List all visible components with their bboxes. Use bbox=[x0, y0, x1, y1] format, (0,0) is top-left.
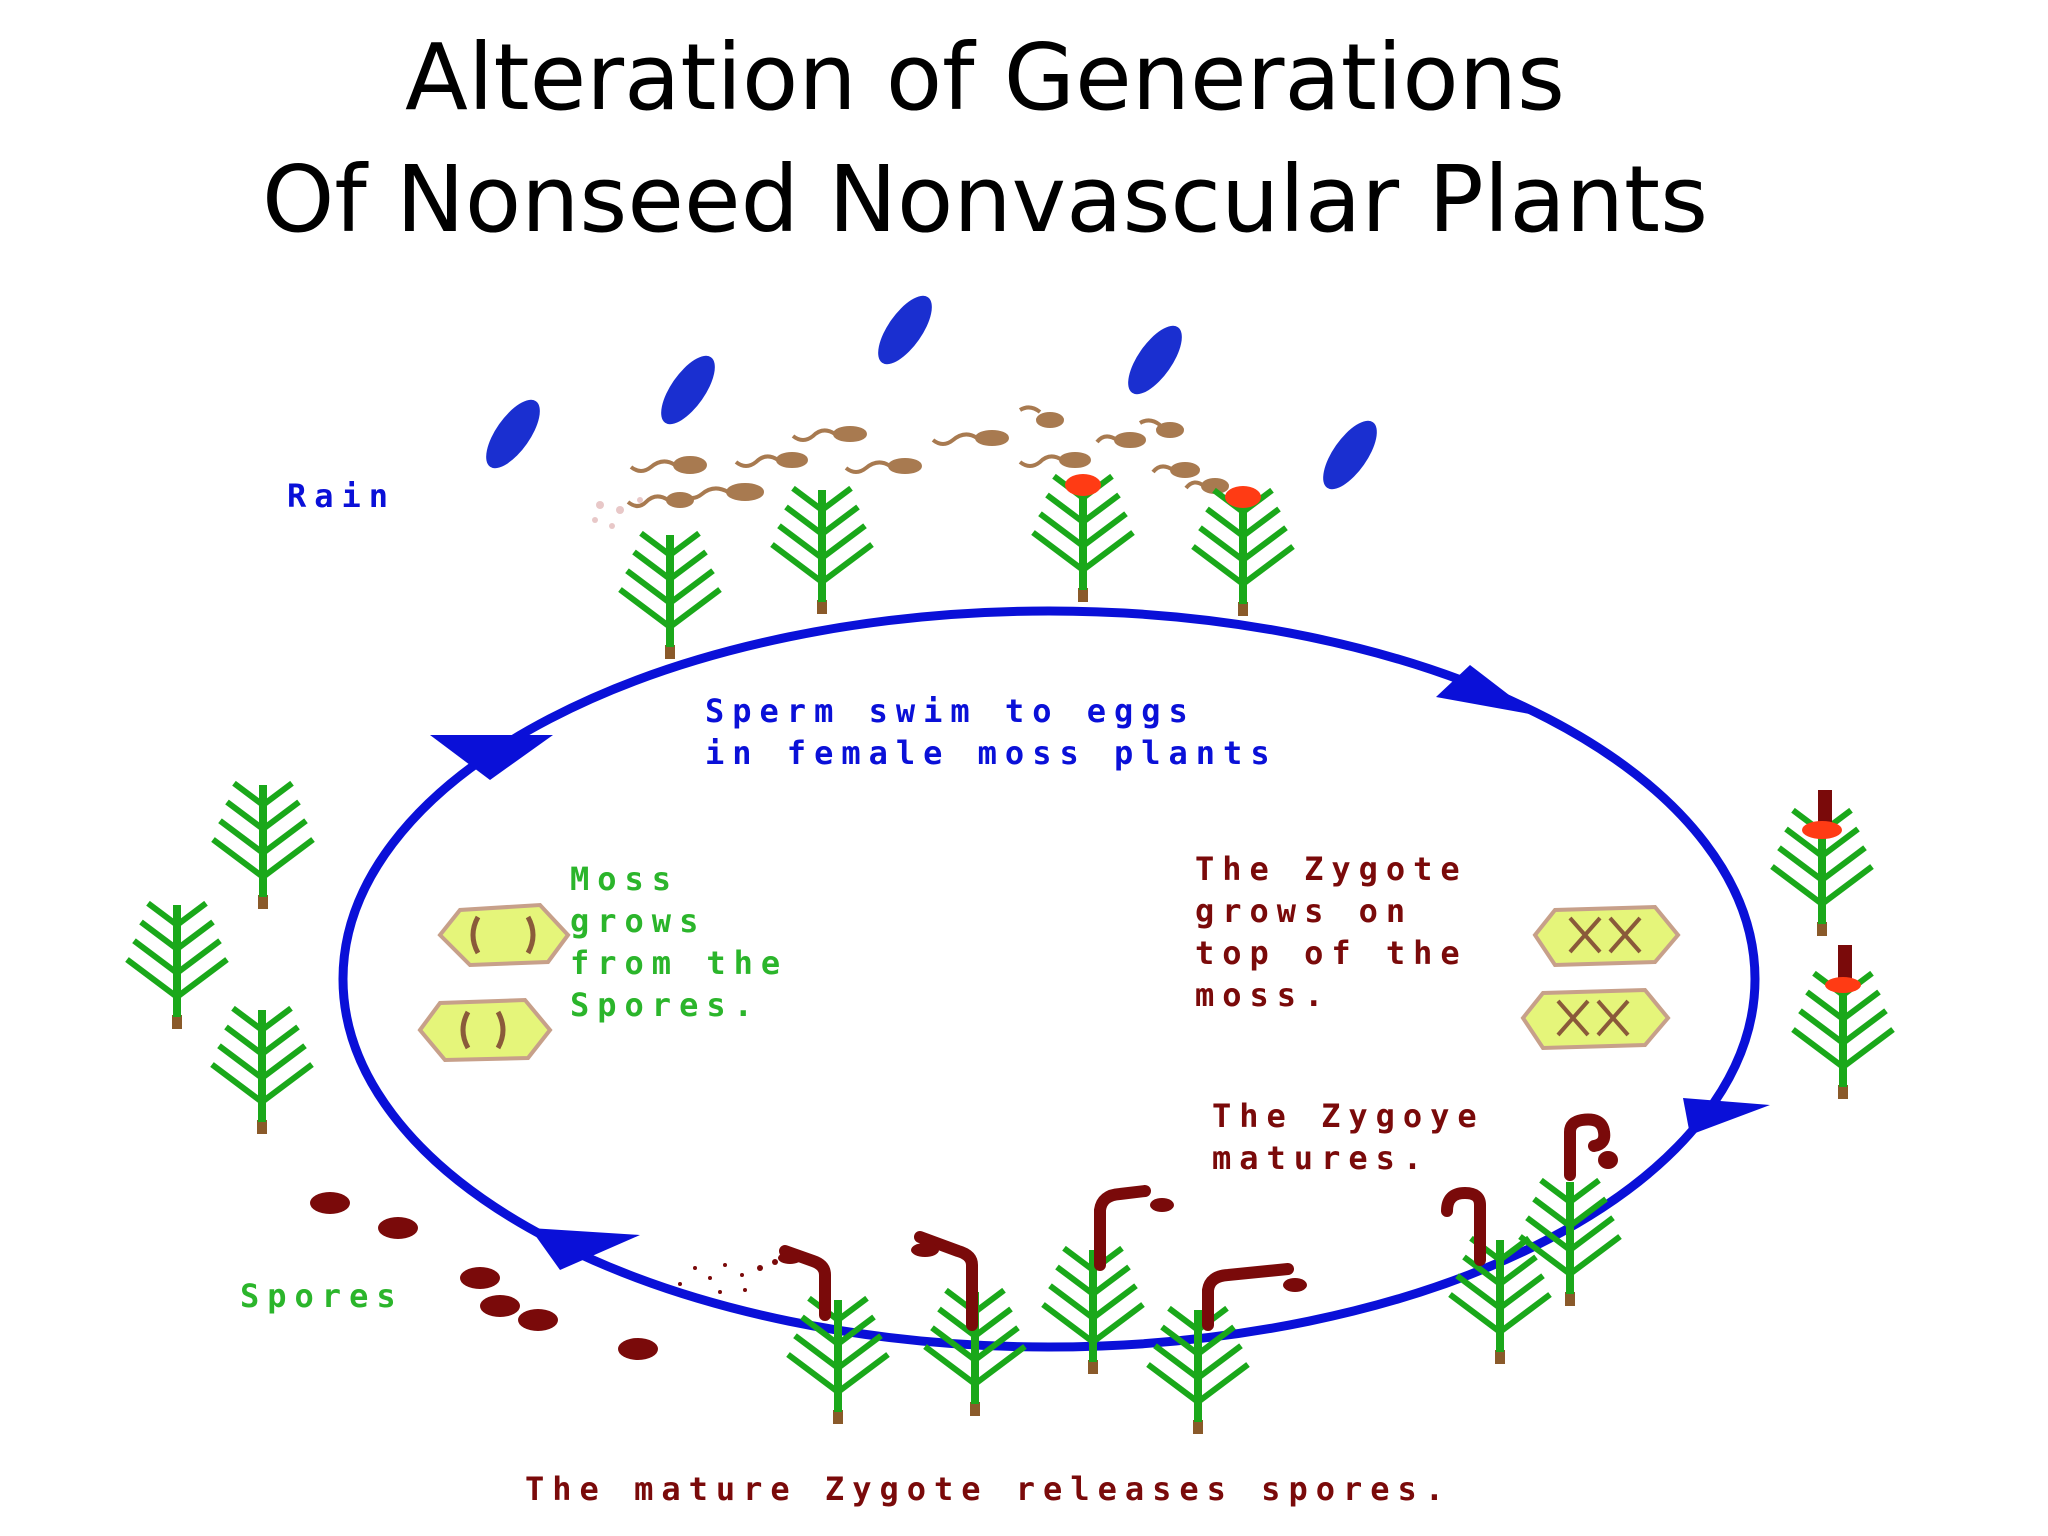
zygote-cells bbox=[1520, 904, 1681, 1051]
releases-spores-label: The mature Zygote releases spores. bbox=[525, 1470, 1453, 1508]
rain-label: Rain bbox=[287, 477, 397, 515]
raindrop-icon bbox=[486, 399, 540, 469]
moss-grows-label: Moss grows from the Spores. bbox=[570, 860, 789, 1024]
spore-icon bbox=[480, 1295, 520, 1317]
spores-label: Spores bbox=[240, 1277, 404, 1315]
faint-sperm-trail bbox=[592, 497, 643, 529]
cycle-arrow-top bbox=[1436, 665, 1535, 715]
raindrop-icon bbox=[1128, 325, 1182, 395]
germinating-spore-icon bbox=[437, 902, 571, 968]
sperm-icon bbox=[1018, 452, 1091, 468]
spore-icon bbox=[518, 1309, 558, 1331]
spores bbox=[310, 1192, 658, 1360]
zygote-matures-label: The Zygoye matures. bbox=[1212, 1097, 1485, 1177]
moss-plant-icon bbox=[211, 780, 315, 909]
cycle-loop bbox=[338, 606, 1760, 1352]
moss-plant-icon bbox=[786, 1295, 890, 1424]
spore-icon bbox=[460, 1267, 500, 1289]
young-sporophytes bbox=[1802, 790, 1861, 993]
spore-icon bbox=[618, 1338, 658, 1360]
cycle-arrow-bottom-left bbox=[530, 1228, 640, 1270]
sperm-icon bbox=[629, 456, 707, 474]
spore-icon bbox=[310, 1192, 350, 1214]
sperm-icon bbox=[1138, 418, 1184, 438]
moss-plants bbox=[125, 473, 1895, 1434]
released-spore-dust bbox=[678, 1259, 778, 1294]
sperm-icon bbox=[1184, 478, 1229, 494]
sperm-icon bbox=[1095, 432, 1146, 448]
page-title-line-1: Alteration of Generations bbox=[405, 24, 1565, 131]
spore-icon bbox=[378, 1217, 418, 1239]
cycle-arrow-right bbox=[1683, 1098, 1770, 1135]
sperm-icon bbox=[734, 452, 808, 468]
moss-plant-icon bbox=[1518, 1177, 1622, 1306]
capsule-tips bbox=[778, 1151, 1618, 1292]
moss-plant-icon bbox=[618, 530, 722, 659]
egg-icon bbox=[1225, 486, 1261, 508]
eggs bbox=[1065, 474, 1261, 508]
zygote-cell-icon bbox=[1520, 987, 1671, 1051]
sperm-icon bbox=[1151, 462, 1200, 478]
moss-plant-icon bbox=[1448, 1235, 1552, 1364]
moss-plant-icon bbox=[1191, 487, 1295, 616]
page-title-line-2: Of Nonseed Nonvascular Plants bbox=[261, 146, 1709, 253]
sperm-icon bbox=[931, 430, 1009, 446]
moss-plant-icon bbox=[210, 1005, 314, 1134]
moss-plant-icon bbox=[1146, 1305, 1250, 1434]
zygote-grows-label: The Zygote grows on top of the moss. bbox=[1195, 850, 1468, 1014]
egg-icon bbox=[1065, 474, 1101, 496]
raindrop-icon bbox=[1323, 420, 1377, 490]
moss-plant-icon bbox=[1041, 1245, 1145, 1374]
raindrops bbox=[486, 295, 1377, 490]
raindrop-icon bbox=[878, 295, 932, 365]
sperm-icon bbox=[680, 483, 764, 501]
germinating-spore-icon bbox=[417, 997, 553, 1063]
cycle-arrow-left bbox=[430, 735, 553, 780]
sperm-icon bbox=[791, 426, 867, 442]
sperm-icon bbox=[844, 458, 922, 474]
moss-plant-icon bbox=[125, 900, 229, 1029]
sperm-cells bbox=[626, 405, 1229, 508]
germinating-spores bbox=[417, 902, 571, 1063]
sperm-swim-label: Sperm swim to eggs in female moss plants bbox=[705, 692, 1278, 772]
moss-plant-icon bbox=[770, 485, 874, 614]
sperm-icon bbox=[1018, 405, 1064, 428]
raindrop-icon bbox=[661, 355, 715, 425]
mature-sporophytes bbox=[779, 1113, 1611, 1331]
sperm-icon bbox=[626, 492, 694, 508]
zygote-cell-icon bbox=[1532, 904, 1681, 968]
